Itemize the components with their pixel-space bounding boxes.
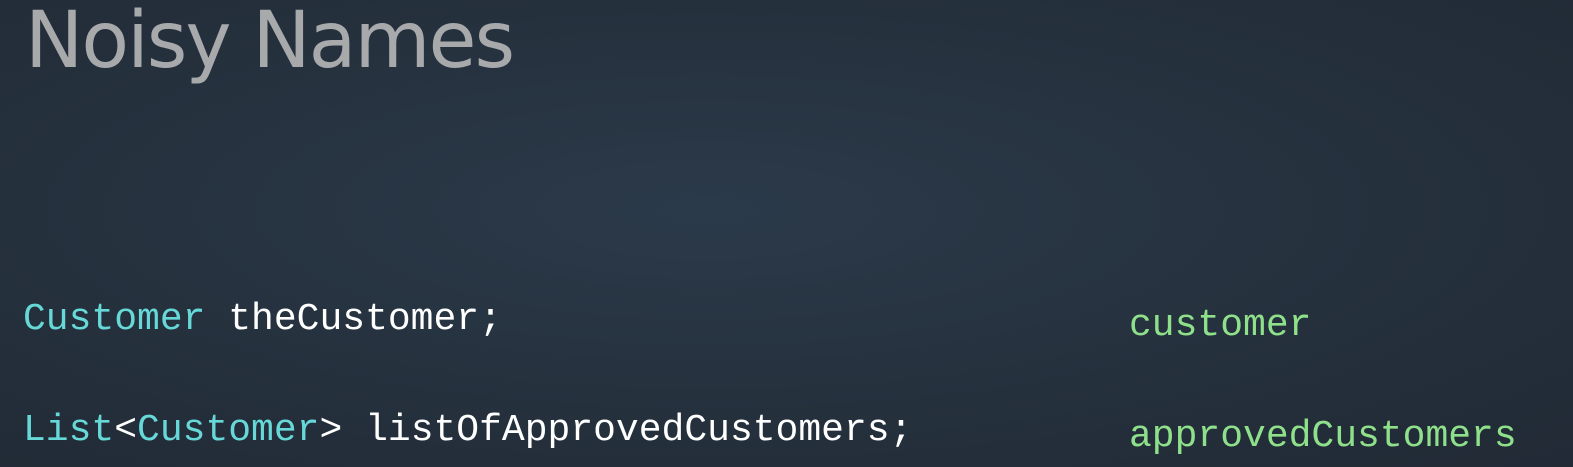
type-name: Customer xyxy=(23,298,206,341)
variable-name: theCustomer; xyxy=(228,298,502,341)
type-name-inner: Customer xyxy=(137,409,320,452)
noisy-declaration-customer: Customer theCustomer; xyxy=(23,301,502,339)
slide-title: Noisy Names xyxy=(25,0,515,86)
separator xyxy=(342,409,365,452)
better-name-customer: customer xyxy=(1129,304,1312,347)
noisy-declaration-list: List<Customer> listOfApprovedCustomers; xyxy=(23,412,912,450)
separator xyxy=(205,298,228,341)
generic-close: > xyxy=(319,409,343,452)
generic-open: < xyxy=(114,409,138,452)
better-name-approved-customers: approvedCustomers xyxy=(1129,415,1517,458)
type-name-outer: List xyxy=(23,409,115,452)
variable-name: listOfApprovedCustomers; xyxy=(365,409,913,452)
